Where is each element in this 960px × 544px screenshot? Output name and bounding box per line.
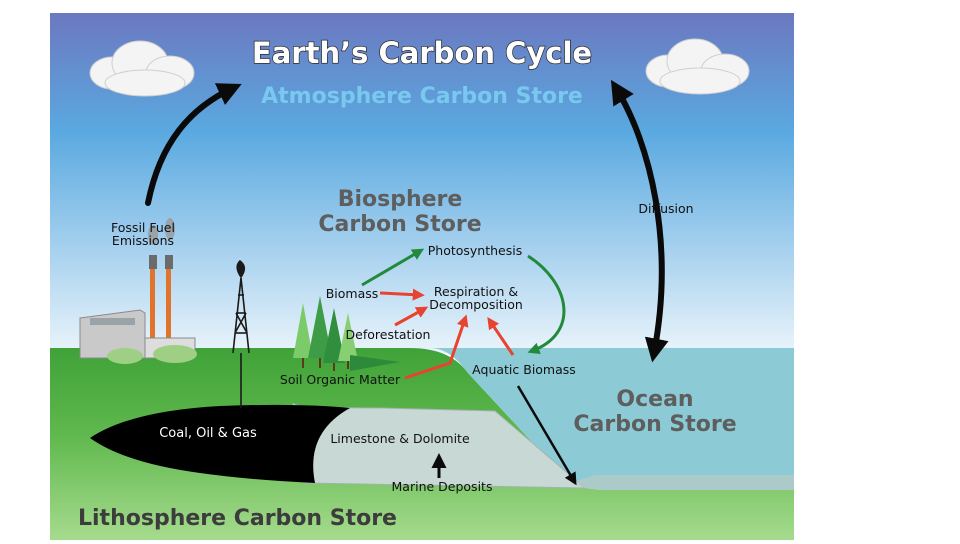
cut-tree-wedge [350,355,400,371]
cloud-left [89,40,195,97]
diagram-title: Earth’s Carbon Cycle [252,36,592,70]
sinking-arrow [516,385,577,486]
coal-oil-gas-deposit [90,404,350,483]
ocean-store-label: Ocean [616,387,693,412]
smoke [148,218,175,245]
deforestation-label: Deforestation [346,327,431,342]
diffusion-label: Diffusion [638,201,693,216]
photosynthesis-to-aquatic-arrow [527,254,566,355]
lithosphere-store-label: Lithosphere Carbon Store [78,506,397,531]
fossil-fuel-arrow [145,83,242,206]
aquatic-label: Aquatic Biomass [472,362,576,377]
biomass-label: Biomass [326,286,379,301]
respiration-label-2: Decomposition [429,297,523,312]
biosphere-store-label: Biosphere [338,187,463,212]
ocean-store-label-2: Carbon Store [573,412,736,437]
marine-sediment [570,475,794,490]
aquatic-to-respiration-arrow [487,317,515,356]
respiration-label: Respiration & [434,284,518,299]
soil-label: Soil Organic Matter [280,372,401,387]
oil-derrick [232,259,250,408]
marine-label: Marine Deposits [392,479,493,494]
power-plant [79,255,197,364]
soil-to-respiration-arrow [404,314,469,380]
cloud-right [645,38,750,95]
fossil-fuel-label: Fossil Fuel [111,220,175,235]
diffusion-arrow [610,79,669,363]
photosynthesis-arrow [361,248,425,287]
limestone-label: Limestone & Dolomite [330,431,470,446]
carbon-cycle-diagram: Earth’s Carbon Cycle Atmosphere Carbon S… [50,13,794,540]
biosphere-store-label-2: Carbon Store [318,212,481,237]
coal-label: Coal, Oil & Gas [159,426,257,441]
trees [293,296,358,371]
atmosphere-store-label: Atmosphere Carbon Store [261,84,583,109]
biomass-to-respiration-arrow [379,288,425,301]
fossil-fuel-label-2: Emissions [112,233,174,248]
photosynthesis-label: Photosynthesis [428,243,523,258]
deforestation-to-respiration-arrow [394,306,429,327]
ocean [430,348,794,490]
